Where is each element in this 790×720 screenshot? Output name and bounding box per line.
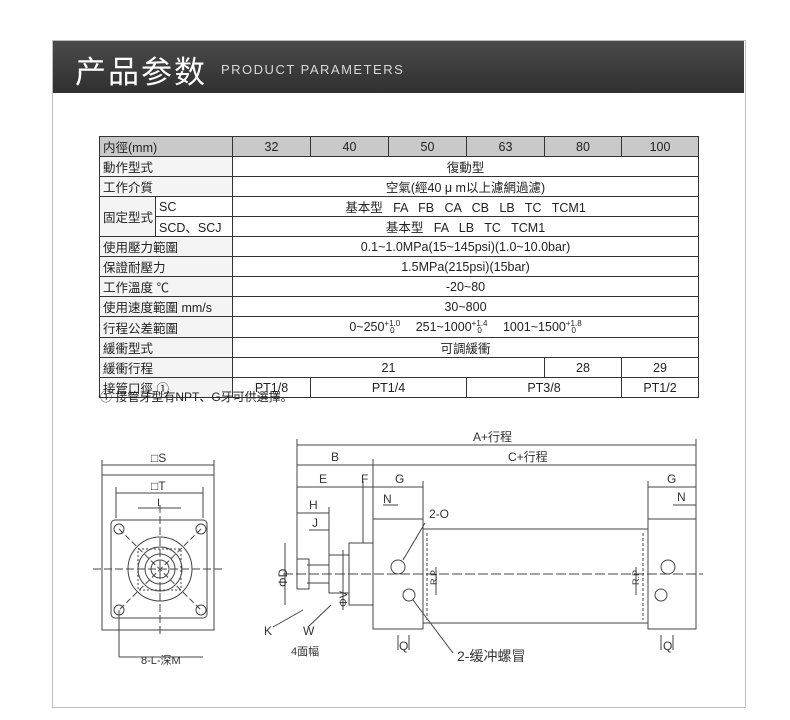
row-label: 固定型式 <box>99 196 156 237</box>
row-value: 21 <box>232 357 545 378</box>
section-header: 产品参数 PRODUCT PARAMETERS <box>53 41 744 93</box>
label-a: A+行程 <box>473 429 512 444</box>
row-value: 28 <box>544 357 622 378</box>
row-label: 工作介質 <box>99 176 233 197</box>
tolerance-seg2-upper: +1.4 <box>471 319 488 329</box>
label-g: G <box>395 472 404 486</box>
spec-table: 内徑(mm) 32 40 50 63 80 100 動作型式 復動型 工作介質 … <box>99 136 699 398</box>
barrel <box>422 528 649 624</box>
header-col-63: 63 <box>466 136 545 157</box>
table-row: 工作溫度 ℃ -20~80 <box>99 276 699 297</box>
table-row: 保證耐壓力 1.5MPa(215psi)(15bar) <box>99 256 699 277</box>
label-g2: G <box>667 472 676 486</box>
label-k: K <box>264 624 272 638</box>
row-label: 工作溫度 ℃ <box>99 276 233 297</box>
row-value: PT1/2 <box>621 377 699 398</box>
tolerance-seg2: 251~1000 <box>415 319 472 334</box>
row-value: -20~80 <box>232 276 699 297</box>
row-value: 基本型 FA FB CA CB LB TC TCM1 <box>232 196 699 217</box>
row-sublabel: SCD、SCJ <box>155 216 233 237</box>
cylinder-drawing: □S □T I 8-L-深M A+行程 B C+行程 E F G G H J N… <box>93 429 703 667</box>
table-row: SCD、SCJ 基本型 FA LB TC TCM1 <box>100 216 699 237</box>
row-value: PT3/8 <box>466 377 622 398</box>
label-c: C+行程 <box>508 449 548 464</box>
label-l: 8-L-深M <box>141 654 181 667</box>
table-row: 緩衝行程 21 28 29 <box>99 357 699 378</box>
footnote: ① 接管牙型有NPT、G牙可供選擇。 <box>100 390 293 404</box>
row-label: 緩衝行程 <box>99 357 233 378</box>
header-col-40: 40 <box>310 136 389 157</box>
row-value: 0.1~1.0MPa(15~145psi)(1.0~10.0bar) <box>232 236 699 257</box>
label-screw: 2-缓冲螺冒 <box>457 648 525 664</box>
end-view-outline <box>101 474 215 631</box>
label-e: E <box>319 472 327 486</box>
row-label: 行程公差範圍 <box>99 316 233 338</box>
label-rp: R.P <box>429 570 439 585</box>
table-row: 緩衝型式 可調緩衝 <box>99 337 699 358</box>
tolerance-seg3: 1001~1500 <box>502 319 566 334</box>
table-row: 工作介質 空氣(經40 μ m以上濾網過濾) <box>99 176 699 197</box>
tolerance-seg1-upper: +1.0 <box>384 319 401 329</box>
label-faces: 4面幅 <box>291 645 319 658</box>
section-title-cn: 产品参数 <box>75 55 207 91</box>
header-col-32: 32 <box>232 136 311 157</box>
tolerance-seg1-lower: 0 <box>390 326 395 336</box>
header-col-80: 80 <box>544 136 622 157</box>
label-d: ΦD <box>276 568 290 587</box>
label-j: J <box>312 516 318 530</box>
row-label: 使用壓力範圍 <box>99 236 233 257</box>
row-label: 使用速度範圍 mm/s <box>99 296 233 317</box>
table-row: 固定型式 SC 基本型 FA FB CA CB LB TC TCM1 <box>99 196 699 237</box>
row-value: 復動型 <box>232 156 699 177</box>
header-col-50: 50 <box>388 136 467 157</box>
label-rp2: R.P <box>631 570 641 585</box>
header-col-100: 100 <box>621 136 699 157</box>
row-label: 緩衝型式 <box>99 337 233 358</box>
table-row: 接管口徑 ① PT1/8 PT1/4 PT3/8 PT1/2 <box>99 377 699 398</box>
tolerance-seg3-upper: +1.8 <box>565 319 582 329</box>
label-s: □S <box>151 451 166 465</box>
label-f: F <box>361 472 368 486</box>
row-value: 可調緩衝 <box>232 337 699 358</box>
label-n2: N <box>677 490 686 504</box>
section-title-en: PRODUCT PARAMETERS <box>221 62 405 77</box>
label-h: H <box>309 498 318 512</box>
label-v: ΦV <box>338 590 350 607</box>
row-label: 動作型式 <box>99 156 233 177</box>
row-value: PT1/4 <box>310 377 467 398</box>
row-value: PT1/8 <box>232 377 311 398</box>
table-row: 使用速度範圍 mm/s 30~800 <box>99 296 699 317</box>
row-value: 30~800 <box>232 296 699 317</box>
label-n: N <box>383 492 392 506</box>
header-bore: 内徑(mm) <box>99 136 233 157</box>
label-w: W <box>303 624 315 638</box>
row-value: 29 <box>621 357 699 378</box>
label-t: □T <box>151 479 166 493</box>
table-header-row: 内徑(mm) 32 40 50 63 80 100 <box>99 136 699 157</box>
row-value: 基本型 FA LB TC TCM1 <box>232 216 699 237</box>
row-label: 接管口徑 ① <box>99 377 233 398</box>
row-value: 空氣(經40 μ m以上濾網過濾) <box>232 176 699 197</box>
table-row: 動作型式 復動型 <box>99 156 699 177</box>
tolerance-seg1: 0~250 <box>349 319 385 334</box>
table-row: 使用壓力範圍 0.1~1.0MPa(15~145psi)(1.0~10.0bar… <box>99 236 699 257</box>
label-q: Q <box>399 639 408 653</box>
row-sublabel: SC <box>155 196 233 217</box>
label-o: 2-O <box>429 507 449 521</box>
row-value: 1.5MPa(215psi)(15bar) <box>232 256 699 277</box>
label-i: I <box>157 497 160 509</box>
label-b: B <box>331 450 339 464</box>
tolerance-seg2-lower: 0 <box>477 326 482 336</box>
label-q2: Q <box>663 639 672 653</box>
row-label: 保證耐壓力 <box>99 256 233 277</box>
tolerance-seg3-lower: 0 <box>571 326 576 336</box>
